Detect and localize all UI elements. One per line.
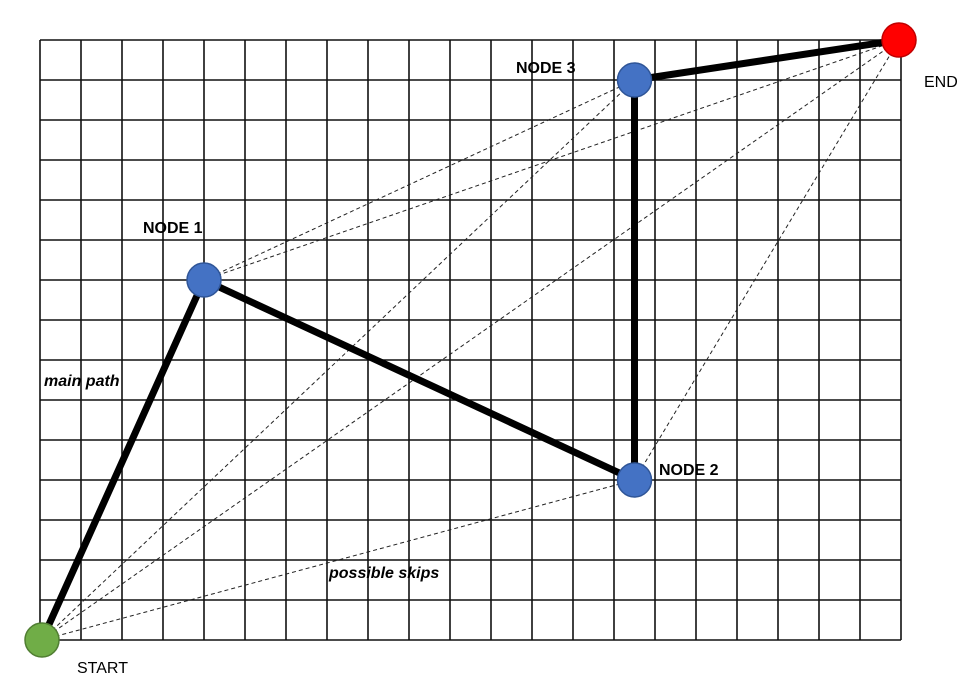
node-3-label: NODE 3: [516, 60, 576, 77]
node-1-label: NODE 1: [143, 220, 203, 237]
node2-node-circle: [616, 462, 653, 498]
possible-skips-annotation: possible skips: [328, 565, 439, 582]
node-2-label: NODE 2: [659, 462, 719, 479]
skip-line-start-node3: [41, 79, 635, 641]
nodes: [24, 22, 917, 658]
main-path-segment-node3-end: [631, 36, 903, 84]
main-path-lines: [38, 36, 903, 644]
main-path-segment-node1-node2: [200, 276, 638, 484]
skip-line-start-node2: [41, 479, 635, 641]
main-path-annotation: main path: [44, 373, 120, 390]
skip-line-node1-node3: [203, 79, 635, 281]
possible-skip-lines: [41, 39, 900, 641]
grid: [39, 39, 902, 641]
node1-node-circle: [186, 262, 222, 298]
start-label: START: [77, 660, 128, 677]
node3-node-circle: [616, 62, 653, 98]
start-node-circle: [24, 622, 60, 658]
main-path-segment-start-node1: [38, 276, 208, 644]
end-node-circle: [881, 22, 917, 58]
skip-line-node1-end: [203, 39, 900, 281]
end-label: END: [924, 74, 958, 91]
skip-line-node2-end: [634, 39, 900, 481]
skip-line-start-end: [41, 39, 900, 641]
